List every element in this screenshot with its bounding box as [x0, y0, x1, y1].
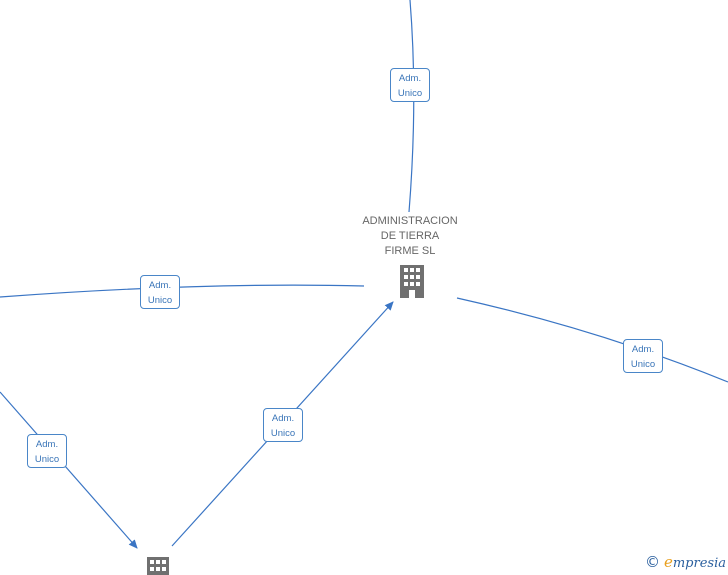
- edge-label-line2: Unico: [147, 295, 173, 306]
- brand-initial: e: [663, 553, 673, 571]
- edge-label-line1: Adm.: [148, 280, 172, 291]
- edge-line-left: [0, 284, 365, 298]
- edge-label-line1: Adm.: [271, 413, 295, 424]
- edge-label-center[interactable]: Adm. Unico: [263, 408, 303, 442]
- edge-label-line2: Unico: [270, 428, 296, 439]
- edge-label-right[interactable]: Adm. Unico: [623, 339, 663, 373]
- edge-label-line2: Unico: [630, 359, 656, 370]
- empresia-watermark: ©empresia: [645, 553, 726, 571]
- copyright-icon: ©: [644, 553, 660, 571]
- edge-label-line1: Adm.: [631, 344, 655, 355]
- edge-line-right: [456, 297, 728, 383]
- brand-name: mpresia: [672, 556, 726, 571]
- edge-line-bottom-left: [0, 391, 138, 549]
- edge-label-line1: Adm.: [398, 73, 422, 84]
- edge-line-top: [408, 0, 415, 213]
- edge-label-bottom-left[interactable]: Adm. Unico: [27, 434, 67, 468]
- building-icon[interactable]: [145, 556, 171, 575]
- edge-label-top[interactable]: Adm. Unico: [390, 68, 430, 102]
- edge-label-line2: Unico: [397, 88, 423, 99]
- edge-label-left[interactable]: Adm. Unico: [140, 275, 180, 309]
- main-company-label[interactable]: ADMINISTRACION DE TIERRA FIRME SL: [362, 215, 458, 257]
- edge-label-line1: Adm.: [35, 439, 59, 450]
- building-icon[interactable]: [397, 264, 427, 298]
- edge-label-line2: Unico: [34, 454, 60, 465]
